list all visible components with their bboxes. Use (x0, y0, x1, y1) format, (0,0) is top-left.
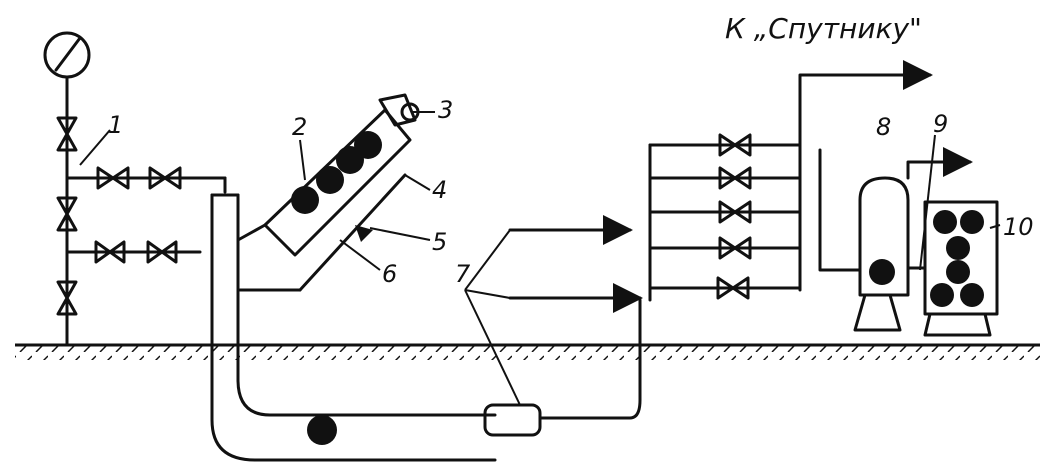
destination-label: К „Спутнику" (725, 12, 922, 45)
manifold (648, 60, 933, 302)
launch-column (210, 193, 497, 462)
label-8: 8 (876, 113, 891, 141)
lower-branch (65, 240, 202, 264)
label-1: 1 (108, 111, 123, 139)
label-2: 2 (292, 113, 307, 141)
valve-icon (56, 280, 78, 316)
label-6: 6 (382, 260, 397, 288)
label-9: 9 (933, 110, 948, 138)
label-10: 10 (1003, 213, 1034, 241)
valve-icon (56, 116, 78, 152)
label-3: 3 (438, 96, 453, 124)
label-5: 5 (432, 228, 447, 256)
label-7: 7 (455, 260, 471, 288)
ground-line (15, 343, 1040, 360)
pressure-gauge (43, 31, 91, 102)
flow-lines (483, 215, 643, 437)
upper-branch (65, 166, 227, 194)
leader-lines (79, 111, 1001, 406)
label-4: 4 (432, 176, 447, 204)
valve-icon (56, 196, 78, 232)
ball-collector (906, 200, 999, 337)
separator (818, 147, 973, 332)
wellhead-riser (56, 98, 78, 347)
